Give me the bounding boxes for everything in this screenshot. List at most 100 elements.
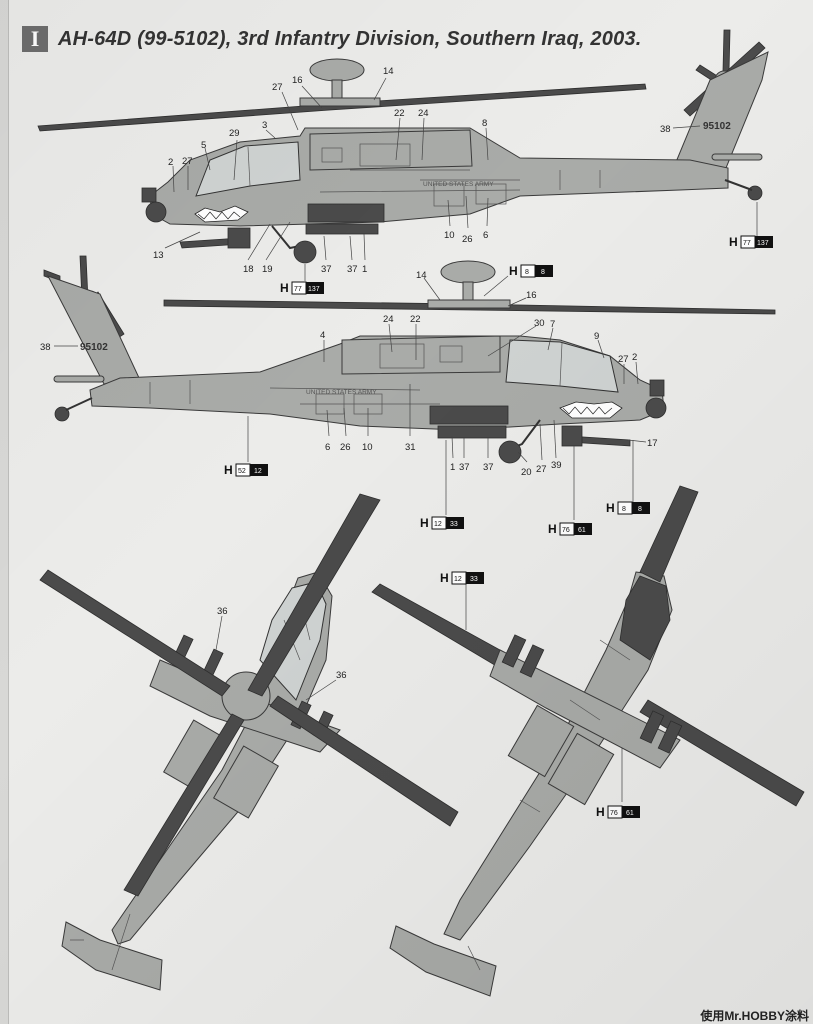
svg-text:12: 12	[454, 576, 462, 583]
horizontal-stabilizer	[711, 153, 763, 161]
callout: 24	[418, 108, 429, 119]
paint-code-chip: H 8 8	[606, 501, 650, 515]
rotor-blade	[639, 485, 699, 583]
mast-radar-dome	[309, 58, 365, 82]
callout: 1	[362, 264, 367, 275]
callout: 30	[534, 318, 545, 329]
callout: 27	[272, 82, 283, 93]
callout: 10	[444, 230, 455, 241]
canopy	[505, 339, 619, 393]
svg-text:33: 33	[450, 521, 458, 528]
footer-note: 使用Mr.HOBBY涂料	[700, 1009, 809, 1023]
callout: 6	[483, 230, 488, 241]
callout: 14	[416, 270, 427, 281]
tail-fin	[46, 275, 141, 385]
callout: 1	[450, 462, 455, 473]
svg-text:137: 137	[308, 286, 320, 293]
profile-left-facing: UNITED STATES ARMY 95102	[37, 29, 769, 264]
callout: 37	[347, 264, 358, 275]
callout: 17	[647, 438, 658, 449]
shark-mouth	[559, 401, 623, 419]
main-wheel	[498, 440, 522, 464]
callout: 2	[168, 157, 173, 168]
paint-code-chip: H 77 137	[729, 235, 773, 249]
stub-wings	[489, 649, 681, 769]
horizontal-stabilizer	[53, 375, 105, 383]
rotor-blade	[269, 695, 459, 827]
step-badge: I	[22, 26, 48, 52]
callout: 27	[182, 156, 193, 167]
svg-text:52: 52	[238, 468, 246, 475]
profile-2-callouts: 14 16 24 22 30 7 9 27 2 4 38 6 26 10 31 …	[40, 270, 658, 520]
callout: 16	[526, 290, 537, 301]
callout: 39	[551, 460, 562, 471]
callout: 13	[153, 250, 164, 261]
svg-text:12: 12	[254, 468, 262, 475]
svg-text:8: 8	[622, 506, 626, 513]
callout: 3	[262, 120, 267, 131]
svg-text:H: H	[280, 281, 289, 295]
paint-code-chip: H 12 33	[440, 571, 484, 585]
svg-text:77: 77	[294, 286, 302, 293]
svg-text:H: H	[420, 516, 429, 530]
main-wheel	[293, 240, 317, 264]
callout: 9	[594, 331, 599, 342]
callout: 2	[632, 352, 637, 363]
missile-rack	[305, 223, 379, 235]
plan-callouts: 36 36	[215, 584, 623, 802]
nose-sensor	[645, 397, 667, 419]
engine-right	[547, 732, 615, 806]
profile-1-callouts: 27 16 14 29 3 22 24 8 2 27 5 38 13 18 19…	[153, 66, 758, 281]
paint-code-chip: H 12 33	[420, 516, 464, 530]
army-stencil: UNITED STATES ARMY	[423, 181, 494, 188]
serial-stencil: 95102	[703, 121, 731, 132]
callout: 22	[410, 314, 421, 325]
wing-pylon	[429, 405, 509, 425]
callout: 36	[336, 670, 347, 681]
paint-code-chip: H 76 61	[596, 805, 640, 819]
engine-left	[507, 704, 575, 778]
rotor-blade	[247, 493, 381, 697]
svg-text:H: H	[509, 264, 518, 278]
title-bar: I AH-64D (99-5102), 3rd Infantry Divisio…	[22, 22, 641, 56]
callout: 5	[201, 140, 206, 151]
callout: 37	[321, 264, 332, 275]
svg-text:H: H	[548, 522, 557, 536]
engine-right	[212, 745, 280, 819]
svg-text:8: 8	[525, 269, 529, 276]
rotor-hub	[299, 97, 381, 107]
svg-text:H: H	[606, 501, 615, 515]
svg-text:8: 8	[638, 506, 642, 513]
wing-pylon	[307, 203, 385, 223]
svg-text:8: 8	[541, 269, 545, 276]
rotor-hub	[427, 299, 511, 309]
page-title: AH-64D (99-5102), 3rd Infantry Division,…	[58, 27, 642, 50]
callout: 26	[340, 442, 351, 453]
callout: 6	[325, 442, 330, 453]
svg-text:137: 137	[757, 240, 769, 247]
plan-view-bottom	[371, 485, 805, 997]
callout: 38	[660, 124, 671, 135]
tail-wheel	[54, 406, 70, 422]
svg-text:H: H	[729, 235, 738, 249]
svg-text:77: 77	[743, 240, 751, 247]
svg-text:H: H	[440, 571, 449, 585]
paint-code-chip: H 52 12	[224, 463, 268, 477]
weapon-pylons	[501, 634, 683, 754]
callout: 10	[362, 442, 373, 453]
callout: 31	[405, 442, 416, 453]
callout: 36	[217, 606, 228, 617]
profile-right-facing: UNITED STATES ARMY 95102	[43, 255, 776, 464]
mast-radar-dome	[440, 260, 496, 284]
callout: 26	[462, 234, 473, 245]
rotor-blade	[123, 713, 245, 897]
callout: 20	[521, 467, 532, 478]
svg-text:61: 61	[626, 810, 634, 817]
callout: 19	[262, 264, 273, 275]
callout: 29	[229, 128, 240, 139]
svg-text:33: 33	[470, 576, 478, 583]
page-edge	[0, 0, 9, 1024]
svg-text:76: 76	[610, 810, 618, 817]
callout: 24	[383, 314, 394, 325]
gun-turret	[619, 575, 671, 661]
